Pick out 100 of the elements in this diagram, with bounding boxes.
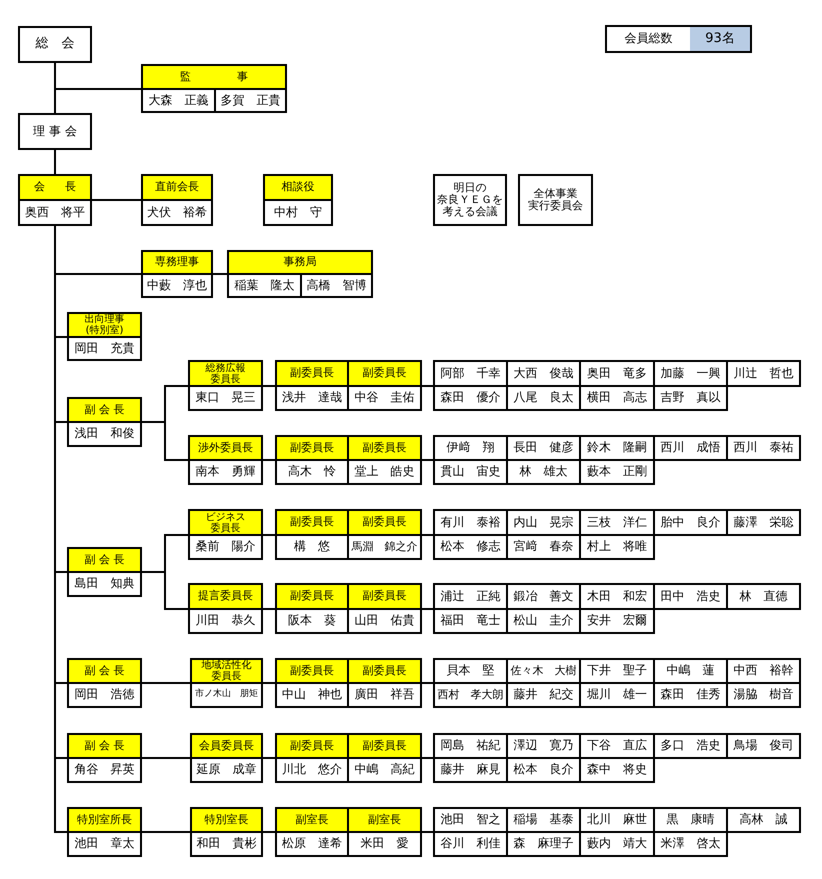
role-header: 地域活性化委員長 — [192, 660, 261, 684]
connector-line — [422, 534, 433, 536]
connector-line — [92, 199, 141, 201]
name-cell: 中西 裕幹 — [726, 658, 801, 684]
name-label: 市ノ木山 朋矩 — [194, 688, 259, 702]
position-box — [67, 807, 142, 857]
name-table — [433, 733, 801, 783]
role-header: 特別室長 — [192, 809, 261, 833]
role-header: 会員委員長 — [192, 735, 261, 759]
position-box — [67, 397, 142, 447]
role-header: 副委員長 — [277, 735, 347, 759]
connector-line — [142, 831, 190, 833]
connector-line — [142, 421, 188, 461]
position-box — [190, 658, 263, 708]
role-header: 副委員長 — [277, 437, 347, 461]
name-label: 中藪 淳也 — [146, 276, 208, 294]
name-label: 大森 正義 — [148, 92, 210, 109]
unit-box: 総 会 — [18, 26, 92, 63]
role-header: 副委員長 — [349, 362, 420, 387]
position-box — [275, 360, 349, 411]
name-label: 中谷 圭佑 — [354, 389, 416, 406]
role-header: 副室長 — [349, 809, 420, 833]
name-label: 和田 貴彬 — [196, 835, 258, 852]
name-cell: 多口 浩史 — [653, 733, 728, 759]
connector-line — [422, 459, 433, 461]
role-header: 副委員長 — [277, 511, 347, 536]
name-cell: 胎中 良介 — [653, 509, 728, 536]
name-cell: 有川 泰裕 — [433, 509, 508, 536]
name-cell: 林 直德 — [726, 583, 801, 610]
position-box — [275, 509, 349, 560]
role-header: 副 会 長 — [69, 399, 140, 423]
name-cell: 高林 誠 — [726, 807, 801, 833]
position-box — [190, 807, 263, 857]
role-header: 総務広報委員長 — [190, 362, 261, 387]
position-box — [275, 807, 349, 857]
position-box — [275, 658, 349, 708]
name-cell: 湯脇 樹音 — [726, 682, 801, 708]
name-label: 角谷 昇英 — [74, 761, 136, 778]
role-header: 事務局 — [229, 252, 371, 275]
position-box — [67, 733, 142, 783]
position-box — [188, 360, 263, 411]
name-label: 廣田 祥吾 — [354, 686, 416, 704]
name-label: 岡田 充貴 — [74, 340, 136, 357]
unit-box: 全体事業実行委員会 — [518, 174, 593, 226]
name-label: 浅井 達哉 — [281, 389, 343, 406]
name-label: 高橋 智博 — [300, 275, 371, 296]
position-box — [347, 360, 422, 411]
name-label: 川田 恭久 — [194, 612, 256, 630]
name-cell: 森田 優介 — [433, 385, 508, 411]
connector-line — [422, 757, 433, 759]
name-label: 岡田 浩徳 — [74, 686, 136, 704]
position-box — [67, 658, 142, 708]
name-label: 犬伏 裕希 — [146, 204, 208, 221]
role-header: 副委員長 — [349, 660, 420, 684]
position-box — [141, 64, 287, 113]
name-label: 川北 悠介 — [281, 761, 343, 778]
name-cell: 藤井 麻見 — [433, 757, 508, 783]
connector-line — [263, 682, 275, 684]
role-header: 会 長 — [20, 176, 90, 201]
position-box — [188, 583, 263, 634]
role-header: 特別室所長 — [69, 809, 140, 833]
name-label: 奥西 将平 — [24, 204, 86, 221]
role-header: 副委員長 — [349, 511, 420, 536]
name-cell: 西村 孝大朗 — [433, 682, 508, 708]
name-cell: 藪本 正剛 — [579, 459, 655, 485]
position-box — [190, 733, 263, 783]
name-cell: 安井 宏爾 — [579, 608, 655, 634]
connector-line — [263, 385, 275, 387]
position-box — [347, 583, 422, 634]
position-box — [347, 509, 422, 560]
name-label: 桑前 陽介 — [194, 538, 256, 556]
connector-line — [54, 150, 56, 174]
role-header: 副室長 — [277, 809, 347, 833]
connector-line — [263, 459, 275, 461]
name-label: 中嶋 高紀 — [354, 761, 416, 778]
position-box — [67, 547, 142, 597]
connector-line — [422, 831, 433, 833]
name-table — [433, 509, 801, 560]
name-cell: 池田 智之 — [433, 807, 508, 833]
role-header: 出向理事(特別室) — [69, 314, 140, 338]
name-cell: 阿部 千幸 — [433, 360, 508, 387]
name-label: 米田 愛 — [360, 835, 410, 852]
role-header: 副委員長 — [277, 585, 347, 610]
connector-line — [422, 608, 433, 610]
name-table — [433, 658, 801, 708]
unit-box: 明日の奈良ＹＥＧを考える会議 — [433, 174, 507, 226]
position-box — [347, 807, 422, 857]
position-box — [263, 174, 333, 226]
name-cell: 福田 竜士 — [433, 608, 508, 634]
position-box — [347, 733, 422, 783]
role-header: 副委員長 — [349, 735, 420, 759]
role-header: 直前会長 — [143, 176, 211, 201]
name-cell: 村上 将唯 — [579, 534, 655, 560]
name-label: 阪本 葵 — [287, 612, 337, 630]
position-box — [227, 250, 373, 298]
name-table — [433, 807, 801, 857]
name-cell: 吉野 真以 — [653, 385, 728, 411]
name-label: 構 悠 — [293, 538, 331, 556]
connector-line — [142, 682, 190, 684]
position-box — [188, 509, 263, 560]
